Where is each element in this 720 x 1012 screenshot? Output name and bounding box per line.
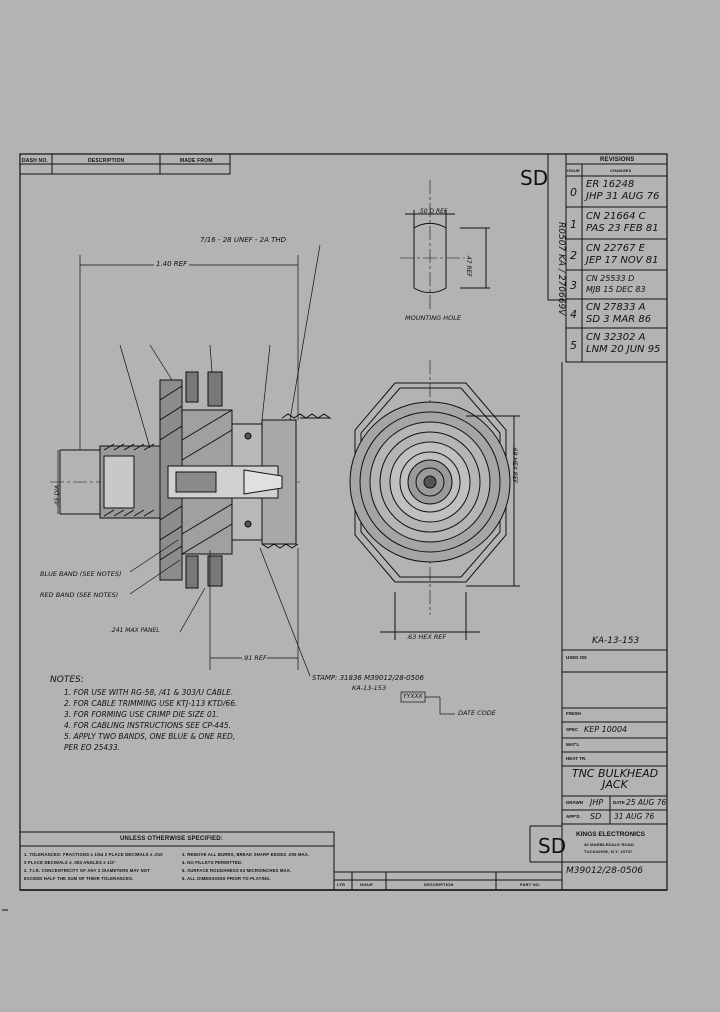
note-2: 2. FOR CABLE TRIMMING USE KTJ-113 KTD/66…: [64, 699, 238, 708]
date-box-code: YYXXX: [403, 693, 423, 700]
part-number: M39012/28-0506: [566, 866, 644, 876]
thread-callout: 7/16 - 28 UNEF - 2A THD: [200, 236, 287, 244]
rev-0-line1: ER 16248: [586, 179, 635, 190]
stamp-label: STAMP: 31836 M39012/28-0506: [312, 674, 424, 682]
note-3: 3. FOR FORMING USE CRIMP DIE SIZE 01.: [64, 710, 219, 719]
tol-left-1: 1. TOLERANCES: FRACTIONS ± 1/64 2 PLACE …: [24, 852, 163, 857]
stamp-ka-label: KA-13-153: [352, 684, 387, 692]
rev-issue-5: 5: [570, 339, 577, 352]
dim-hex-ref-v: .69 HEX REF: [511, 446, 518, 484]
company-address-1: 40 MARBLEDALE ROAD: [584, 842, 635, 847]
notes-title: NOTES:: [50, 675, 84, 685]
rev-5-line2: LNM 20 JUN 95: [586, 344, 661, 355]
ka-number: KA-13-153: [592, 636, 640, 646]
tol-left-3: 2. T.I.R. CONCENTRICITY OF ANY 2 DIAMETE…: [24, 868, 151, 873]
tol-right-2: 4. NO FILLETS PERMITTED.: [182, 860, 243, 865]
drawing-title: TNC BULKHEAD JACK: [571, 767, 659, 791]
rev-4-line2: SD 3 MAR 86: [586, 314, 652, 325]
company-name: KINGS ELECTRONICS: [576, 831, 645, 838]
bar-part-no: PART NO.: [520, 882, 541, 887]
rev-2-line2: JEP 17 NOV 81: [586, 255, 659, 266]
approved-date: 31 AUG 76: [614, 812, 655, 821]
spec-value: KEP 10004: [584, 725, 628, 734]
sd-bottom-mark: SD: [538, 834, 567, 858]
max-panel-label: .241 MAX PANEL: [110, 627, 160, 634]
rev-3-line1: CN 25533 D: [586, 274, 635, 283]
bar-issue: ISSUE: [360, 882, 374, 887]
rev-issue-2: 2: [570, 249, 577, 262]
date-label: DATE: [613, 800, 625, 805]
note-1: 1. FOR USE WITH RG-58, /41 & 303/U CABLE…: [64, 688, 234, 697]
revisions-title: REVISIONS: [600, 157, 635, 163]
header-dash-no: DASH NO.: [22, 158, 49, 164]
bar-ltr: LTR: [337, 882, 346, 887]
dim-47-ref: .47 REF: [465, 254, 472, 277]
sd-top-mark: SD: [520, 166, 549, 190]
header-description: DESCRIPTION: [88, 158, 125, 164]
rev-issue-3: 3: [570, 279, 577, 292]
tol-left-2: 3 PLACE DECIMALS ± .004 ANGLES ± 1/2°: [24, 860, 116, 865]
rev-issue-1: 1: [570, 218, 577, 231]
note-5-cont: PER EO 25433.: [64, 743, 121, 752]
rev-1-line1: CN 21664 C: [586, 211, 646, 222]
heat-treat-label: HEAT TR.: [566, 756, 587, 761]
dim-1-40-ref: 1.40 REF: [154, 260, 190, 268]
company-address-2: TUCKAHOE, N.Y. 10707: [584, 849, 633, 854]
rev-issue-4: 4: [570, 308, 577, 321]
approved-label: APP'D: [566, 814, 580, 819]
red-band-label: RED BAND (SEE NOTES): [40, 591, 119, 599]
rev-0-line2: JHP 31 AUG 76: [586, 191, 660, 202]
mounting-hole-label: MOUNTING HOLE: [405, 314, 461, 322]
date-code-label: DATE CODE: [458, 709, 496, 717]
note-5: 5. APPLY TWO BANDS, ONE BLUE & ONE RED,: [64, 732, 236, 741]
note-4: 4. FOR CABLING INSTRUCTIONS SEE CP-445.: [64, 721, 231, 730]
rev-3-line2: MJB 15 DEC 83: [586, 285, 646, 294]
revisions-col-issue: ISSUE: [567, 168, 581, 173]
used-on-label: USED ON: [566, 655, 587, 660]
rev-4-line1: CN 27833 A: [586, 302, 646, 313]
rev-issue-0: 0: [570, 186, 577, 199]
drawn-date: 25 AUG 76: [626, 798, 667, 807]
drawn-label: DRAWN: [566, 800, 583, 805]
rev-5-line1: CN 32302 A: [586, 332, 646, 343]
material-label: MAT'L: [566, 742, 580, 747]
tol-right-1: 3. REMOVE ALL BURRS, BREAK SHARP EDGES .…: [182, 852, 310, 857]
header-block: [19, 153, 231, 175]
bottom-bar: [333, 871, 563, 891]
dimension-lines: [57, 244, 455, 715]
blue-band-label: BLUE BAND (SEE NOTES): [40, 570, 122, 578]
tolerance-block: [19, 831, 335, 891]
rev-1-line2: PAS 23 FEB 81: [586, 223, 659, 234]
dim-50-d-ref: .50 D REF: [418, 208, 448, 215]
drawn-by: JHP: [590, 798, 604, 807]
finish-label: FINISH: [566, 711, 581, 716]
approved-by: SD: [590, 812, 602, 821]
tol-right-3: 5. SURFACE ROUGHNESS 63 MICROINCHES MAX.: [182, 868, 292, 873]
dim-hex-ref-h: .63 HEX REF: [406, 633, 447, 641]
vertical-code: R0507 KA / 270669V: [556, 222, 566, 316]
front-view: [349, 382, 520, 640]
tol-right-4: 6. ALL DIMENSIONS PRIOR TO PLATING.: [182, 876, 271, 881]
spec-label: SPEC: [566, 727, 579, 732]
mounting-hole-view: [405, 210, 490, 294]
dim-91-ref: .91 REF: [242, 654, 267, 662]
dim-45-dia: .45 DIA: [54, 485, 61, 507]
revision-box: [547, 153, 668, 363]
connector-section: [59, 371, 332, 589]
revisions-col-changes: CHANGES: [610, 168, 632, 173]
rev-2-line1: CN 22767 E: [586, 243, 645, 254]
tolerance-title: UNLESS OTHERWISE SPECIFIED:: [120, 836, 223, 842]
tol-left-4: EXCEED HALF THE SUM OF THEIR TOLERANCES.: [24, 876, 134, 881]
title-block-lines: [529, 362, 667, 890]
header-made-from: MADE FROM: [180, 158, 213, 164]
bar-description: DESCRIPTION: [424, 882, 454, 887]
